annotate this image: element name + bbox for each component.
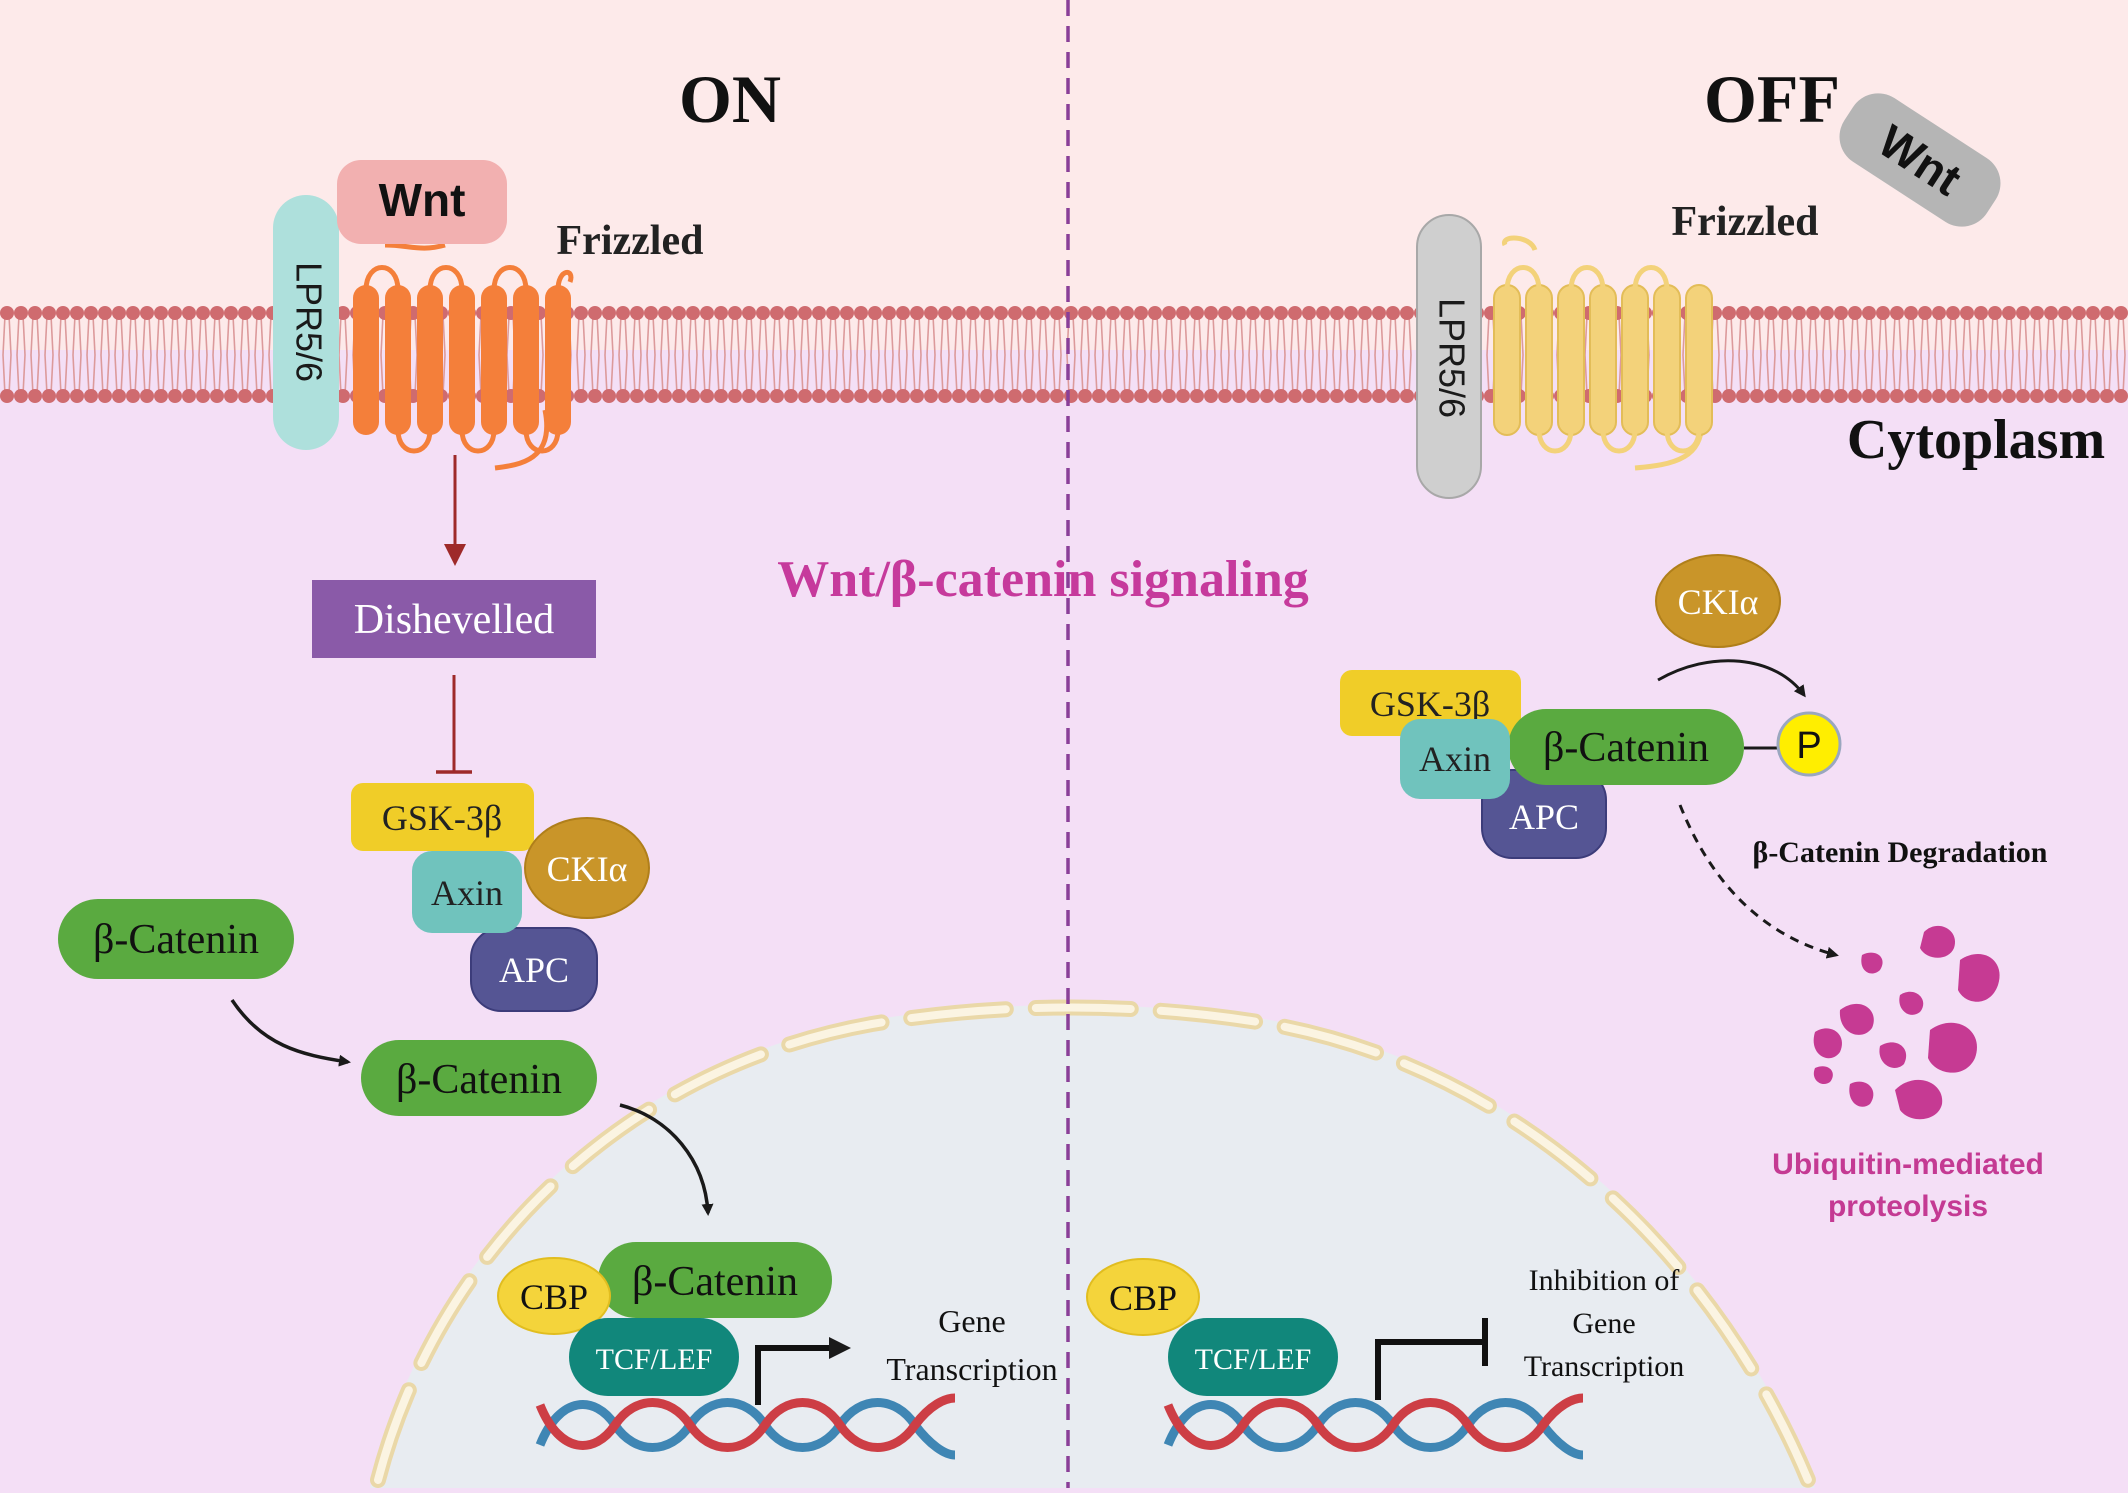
- frizzled-label-on: Frizzled: [557, 218, 704, 264]
- transcription-arrow: [755, 1337, 851, 1405]
- beta-catenin-stable: β-Catenin: [361, 1040, 597, 1116]
- center-title: Wnt/β-catenin signaling: [777, 551, 1309, 608]
- catenin-label-off: β-Catenin: [1543, 725, 1709, 771]
- inhibition-label-line1: Inhibition of: [1529, 1264, 1680, 1297]
- cki-label-off: CKIα: [1678, 582, 1759, 622]
- apc-label-off: APC: [1509, 797, 1579, 837]
- wnt-ligand-on: Wnt: [337, 160, 507, 244]
- frizzled-receptor-off: [1493, 235, 1713, 471]
- lpr-receptor-off: LPR5/6: [1416, 214, 1482, 499]
- wnt-label-on: Wnt: [379, 174, 466, 226]
- inhibition-line: [436, 675, 472, 774]
- gsk-label-off: GSK-3β: [1370, 684, 1490, 724]
- phospho-label: P: [1796, 725, 1821, 767]
- nuclear-import-arrow: [619, 1103, 714, 1216]
- dishevelled-protein: Dishevelled: [312, 580, 596, 658]
- frizzled-receptor-on: [353, 242, 574, 471]
- protein-fragments: [1813, 925, 2000, 1120]
- on-title: ON: [679, 61, 781, 137]
- axin-label-on: Axin: [431, 873, 503, 913]
- lpr-receptor-on: LPR5/6: [273, 195, 339, 450]
- dna-off: [1163, 1393, 1584, 1460]
- lpr-label-on: LPR5/6: [288, 262, 329, 382]
- transcription-complex-on: β-Catenin CBP TCF/LEF: [497, 1242, 832, 1396]
- proteolysis-label-line1: Ubiquitin-mediated: [1772, 1148, 2044, 1181]
- inhibition-symbol: [1375, 1318, 1488, 1400]
- wnt-ligand-off: Wnt: [1839, 93, 2001, 227]
- gene-label-line2: Transcription: [886, 1351, 1057, 1387]
- destruction-complex-on: GSK-3β CKIα APC Axin: [351, 783, 650, 1012]
- transcription-complex-off: CBP TCF/LEF: [1086, 1258, 1338, 1396]
- tcf-label-on: TCF/LEF: [596, 1343, 713, 1376]
- off-title: OFF: [1704, 61, 1840, 137]
- cytoplasm-label: Cytoplasm: [1847, 409, 2105, 471]
- apc-label-on: APC: [499, 950, 569, 990]
- cki-label-on: CKIα: [547, 849, 628, 889]
- cbp-label-off: CBP: [1109, 1278, 1177, 1318]
- proteolysis-label-line2: proteolysis: [1828, 1190, 1988, 1223]
- catenin-free-label: β-Catenin: [93, 917, 259, 963]
- cbp-label-on: CBP: [520, 1277, 588, 1317]
- degradation-label: β-Catenin Degradation: [1753, 836, 2048, 869]
- frizzled-label-off: Frizzled: [1672, 199, 1819, 245]
- cki-protein-off: CKIα: [1655, 554, 1781, 648]
- phosphorylation-arrow: [1657, 659, 1806, 698]
- catenin-nuclear-label: β-Catenin: [632, 1259, 798, 1305]
- gsk-label-on: GSK-3β: [382, 798, 502, 838]
- dna-on: [535, 1393, 956, 1460]
- inhibition-label-line2: Gene: [1572, 1307, 1635, 1340]
- degradation-arrow: [1678, 804, 1839, 959]
- axin-label-off: Axin: [1419, 739, 1491, 779]
- catenin-stable-label: β-Catenin: [396, 1057, 562, 1103]
- destruction-complex-off: GSK-3β APC P β-Catenin Axin: [1340, 670, 1842, 859]
- beta-catenin-free: β-Catenin: [58, 899, 294, 979]
- accumulation-arrow: [230, 999, 351, 1067]
- inhibition-label-line3: Transcription: [1524, 1350, 1685, 1383]
- tcf-label-off: TCF/LEF: [1195, 1343, 1312, 1376]
- dishevelled-label: Dishevelled: [354, 597, 555, 643]
- gene-label-line1: Gene: [938, 1303, 1006, 1339]
- lpr-label-off: LPR5/6: [1431, 298, 1472, 418]
